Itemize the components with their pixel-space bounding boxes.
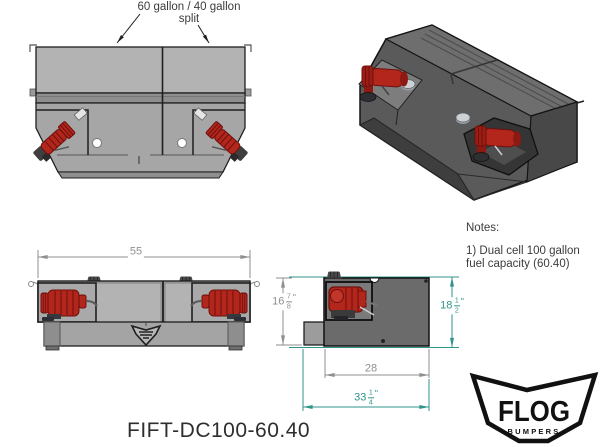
notes-item1-line1: 1) Dual cell 100 gallon: [466, 245, 580, 257]
side-step: [303, 321, 326, 346]
iso-split-seam: [450, 59, 498, 85]
isometric-view: [358, 24, 585, 201]
teal-extension-lines: [289, 276, 459, 411]
capacity-callout-line1: 60 gallon / 40 gallon: [137, 1, 241, 13]
dim-front-width: 55: [127, 245, 145, 258]
callout-leaders: [116, 13, 210, 44]
filler-port-left: [92, 138, 102, 148]
side-view: [276, 271, 459, 411]
inch-mark: ": [460, 296, 464, 307]
fraction: 1 2: [453, 297, 460, 314]
flog-logo-name: FLOG: [498, 396, 570, 428]
inch-mark: ": [292, 292, 296, 303]
flog-logo: FLOG BUMPERS: [469, 371, 599, 444]
fraction: 1 4: [367, 389, 374, 406]
pump-iso-left: [359, 65, 408, 102]
top-view: [29, 44, 252, 179]
notes-title: Notes:: [466, 222, 500, 234]
capacity-callout-line2: split: [178, 13, 200, 25]
dim-side-depth-overall: 33 1 4 ": [352, 388, 380, 407]
iso-cap-right: [455, 112, 471, 124]
fraction: 7 8: [285, 293, 292, 310]
flog-shield-mini: [130, 324, 162, 347]
pump-iso-right: [472, 125, 521, 162]
pump-side: [328, 286, 379, 320]
inch-mark: ": [374, 388, 378, 399]
filler-port-right: [177, 138, 187, 148]
dim-side-height-body: 16 7 8 ": [270, 292, 298, 311]
mount-hook-icon: [29, 44, 252, 52]
flog-logo-outline: [469, 371, 599, 444]
fill-cap-side: [325, 271, 343, 280]
pump-pocket-left-outline: [36, 109, 89, 155]
flog-logo-subtitle: BUMPERS: [508, 427, 561, 436]
notes-block: Notes: 1) Dual cell 100 gallon fuel capa…: [466, 222, 580, 271]
part-number: FIFT-DC100-60.40: [127, 419, 311, 442]
dim-side-height-overall: 18 1 2 ": [438, 296, 466, 315]
capacity-callout: 60 gallon / 40 gallon split: [118, 1, 260, 25]
dim-side-depth-inner: 28: [362, 362, 380, 375]
notes-item1-line2: fuel capacity (60.40): [466, 258, 570, 270]
front-view: [28, 250, 260, 351]
pump-pocket-right-outline: [192, 109, 245, 155]
